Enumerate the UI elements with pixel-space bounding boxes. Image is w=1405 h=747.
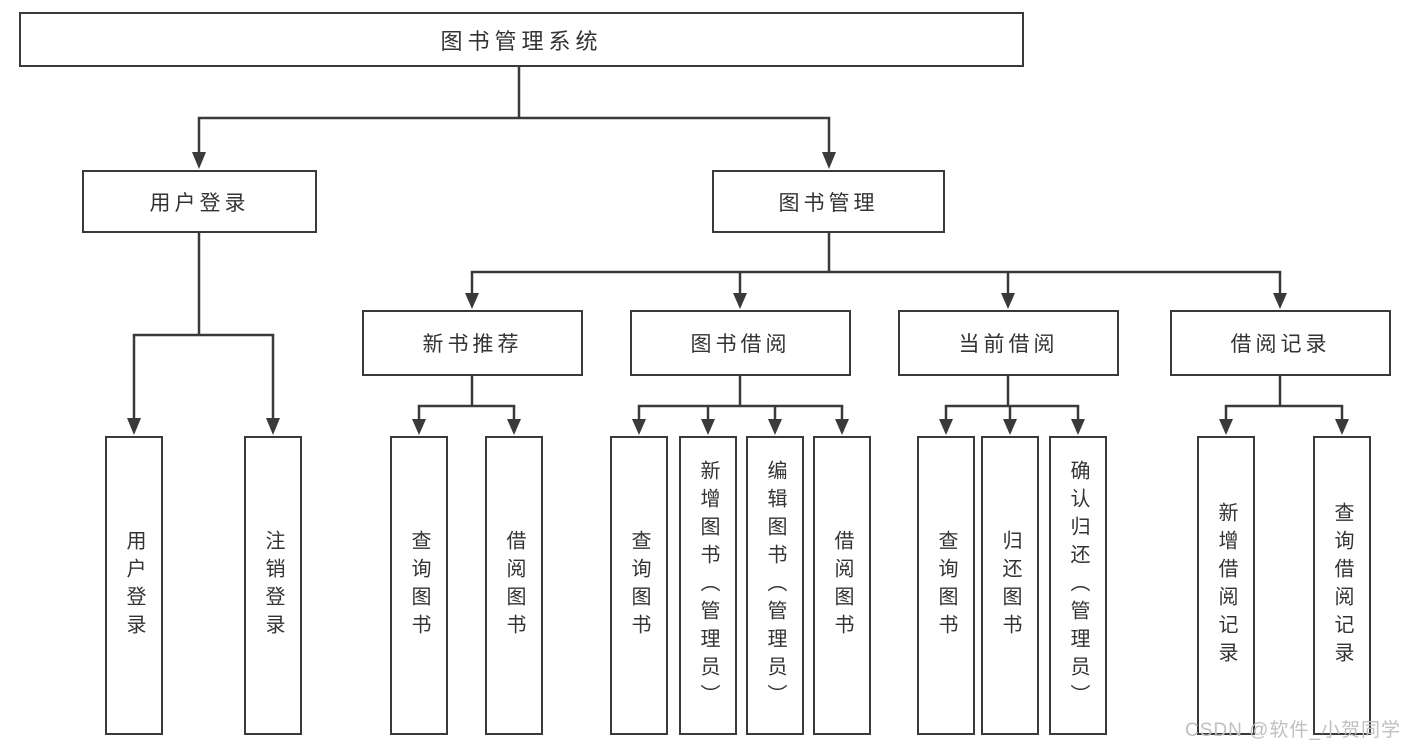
leaf-add-books-admin-label: 新增图书（管理员） xyxy=(697,459,719,712)
leaf-current-query-books-label: 查询图书 xyxy=(935,529,957,642)
leaf-recommend-borrow-books-label: 借阅图书 xyxy=(503,529,525,642)
connector-new-book-recommend xyxy=(412,376,521,435)
leaf-edit-books-admin-label: 编辑图书（管理员） xyxy=(764,459,786,712)
node-library-system-label: 图书管理系统 xyxy=(440,28,603,54)
leaf-edit-books-admin: 编辑图书（管理员） xyxy=(746,436,804,735)
csdn-watermark: CSDN @软件_小贺同学 xyxy=(1185,720,1401,741)
connector-root xyxy=(192,67,836,169)
leaf-add-borrow-record: 新增借阅记录 xyxy=(1197,436,1255,735)
node-book-borrow: 图书借阅 xyxy=(630,310,851,376)
node-library-system: 图书管理系统 xyxy=(19,12,1024,67)
node-book-management: 图书管理 xyxy=(712,170,945,233)
leaf-confirm-return-admin-label: 确认归还（管理员） xyxy=(1067,459,1089,712)
leaf-current-query-books: 查询图书 xyxy=(917,436,975,735)
leaf-query-borrow-record: 查询借阅记录 xyxy=(1313,436,1371,735)
connector-borrow-records xyxy=(1219,376,1349,435)
connector-user-login xyxy=(127,233,280,435)
connector-current-borrow xyxy=(939,376,1085,435)
leaf-borrow-borrow-books: 借阅图书 xyxy=(813,436,871,735)
node-current-borrow-label: 当前借阅 xyxy=(958,333,1059,356)
leaf-return-books: 归还图书 xyxy=(981,436,1039,735)
leaf-borrow-query-books-label: 查询图书 xyxy=(628,529,650,642)
leaf-query-borrow-record-label: 查询借阅记录 xyxy=(1331,501,1353,670)
leaf-recommend-borrow-books: 借阅图书 xyxy=(485,436,543,735)
leaf-logout-label: 注销登录 xyxy=(262,529,284,642)
node-new-book-recommend-label: 新书推荐 xyxy=(422,333,523,356)
node-book-management-label: 图书管理 xyxy=(778,191,879,215)
node-new-book-recommend: 新书推荐 xyxy=(362,310,583,376)
leaf-return-books-label: 归还图书 xyxy=(999,529,1021,642)
leaf-confirm-return-admin: 确认归还（管理员） xyxy=(1049,436,1107,735)
node-user-login: 用户登录 xyxy=(82,170,317,233)
leaf-borrow-query-books: 查询图书 xyxy=(610,436,668,735)
leaf-recommend-query-books-label: 查询图书 xyxy=(408,529,430,642)
leaf-user-login: 用户登录 xyxy=(105,436,163,735)
node-book-borrow-label: 图书借阅 xyxy=(690,333,791,356)
leaf-user-login-label: 用户登录 xyxy=(123,529,145,642)
node-user-login-label: 用户登录 xyxy=(149,191,250,215)
leaf-add-borrow-record-label: 新增借阅记录 xyxy=(1215,501,1237,670)
connector-book-borrow xyxy=(632,376,849,435)
leaf-borrow-borrow-books-label: 借阅图书 xyxy=(831,529,853,642)
leaf-logout: 注销登录 xyxy=(244,436,302,735)
leaf-add-books-admin: 新增图书（管理员） xyxy=(679,436,737,735)
leaf-recommend-query-books: 查询图书 xyxy=(390,436,448,735)
node-borrow-records-label: 借阅记录 xyxy=(1230,333,1331,356)
node-current-borrow: 当前借阅 xyxy=(898,310,1119,376)
node-borrow-records: 借阅记录 xyxy=(1170,310,1391,376)
connector-book-management xyxy=(465,233,1287,309)
